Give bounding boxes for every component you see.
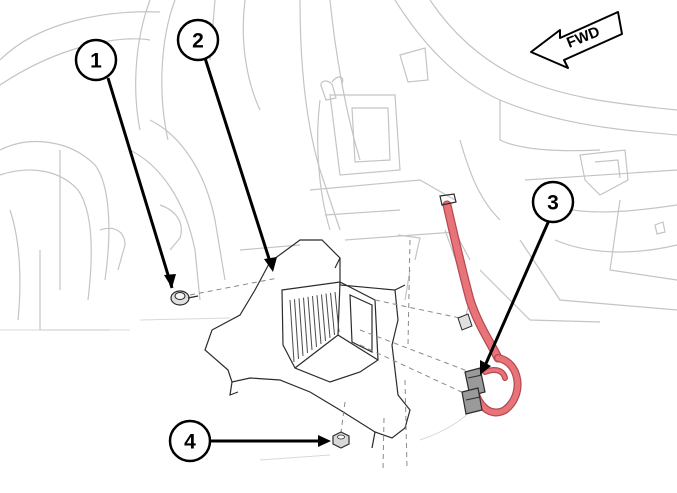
control-module [281,281,379,383]
module-cooling-fins [289,291,340,363]
callout-4-number: 4 [184,431,196,454]
callout-1: 1 [74,38,176,289]
nut [332,431,350,449]
callout-4: 4 [168,419,331,463]
callout-2: 2 [176,18,277,272]
mounting-bracket [204,239,411,449]
callout-1-number: 1 [90,50,102,73]
callout-3-number: 3 [547,192,559,215]
callout-2-number: 2 [192,30,204,53]
assembly-guide-lines [189,239,471,471]
wire-harness-connector [461,367,486,415]
callout-3: 3 [480,180,575,375]
screw [170,290,199,306]
vehicle-body-background [0,0,677,461]
forward-arrow-icon: FWD [530,11,623,69]
